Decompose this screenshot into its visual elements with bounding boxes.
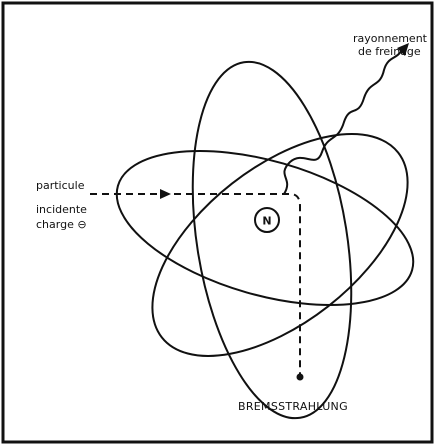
caption-bremsstrahlung: BREMSSTRAHLUNG — [238, 400, 348, 413]
emission-label-line1: rayonnement — [353, 32, 428, 45]
orbit-diagonal — [114, 91, 435, 399]
photon-wave — [284, 50, 402, 194]
particle-label-line2: incidente — [36, 203, 87, 216]
trajectory-arrowhead — [160, 189, 171, 199]
particle-label-line3: charge ⊖ — [36, 218, 87, 231]
orbit-vertical — [170, 50, 374, 429]
nucleus-label: N — [262, 215, 271, 228]
emission-label-line2: de freinage — [358, 45, 421, 58]
particle-label-line1: particule — [36, 179, 85, 192]
trajectory-end-dot — [297, 374, 304, 381]
